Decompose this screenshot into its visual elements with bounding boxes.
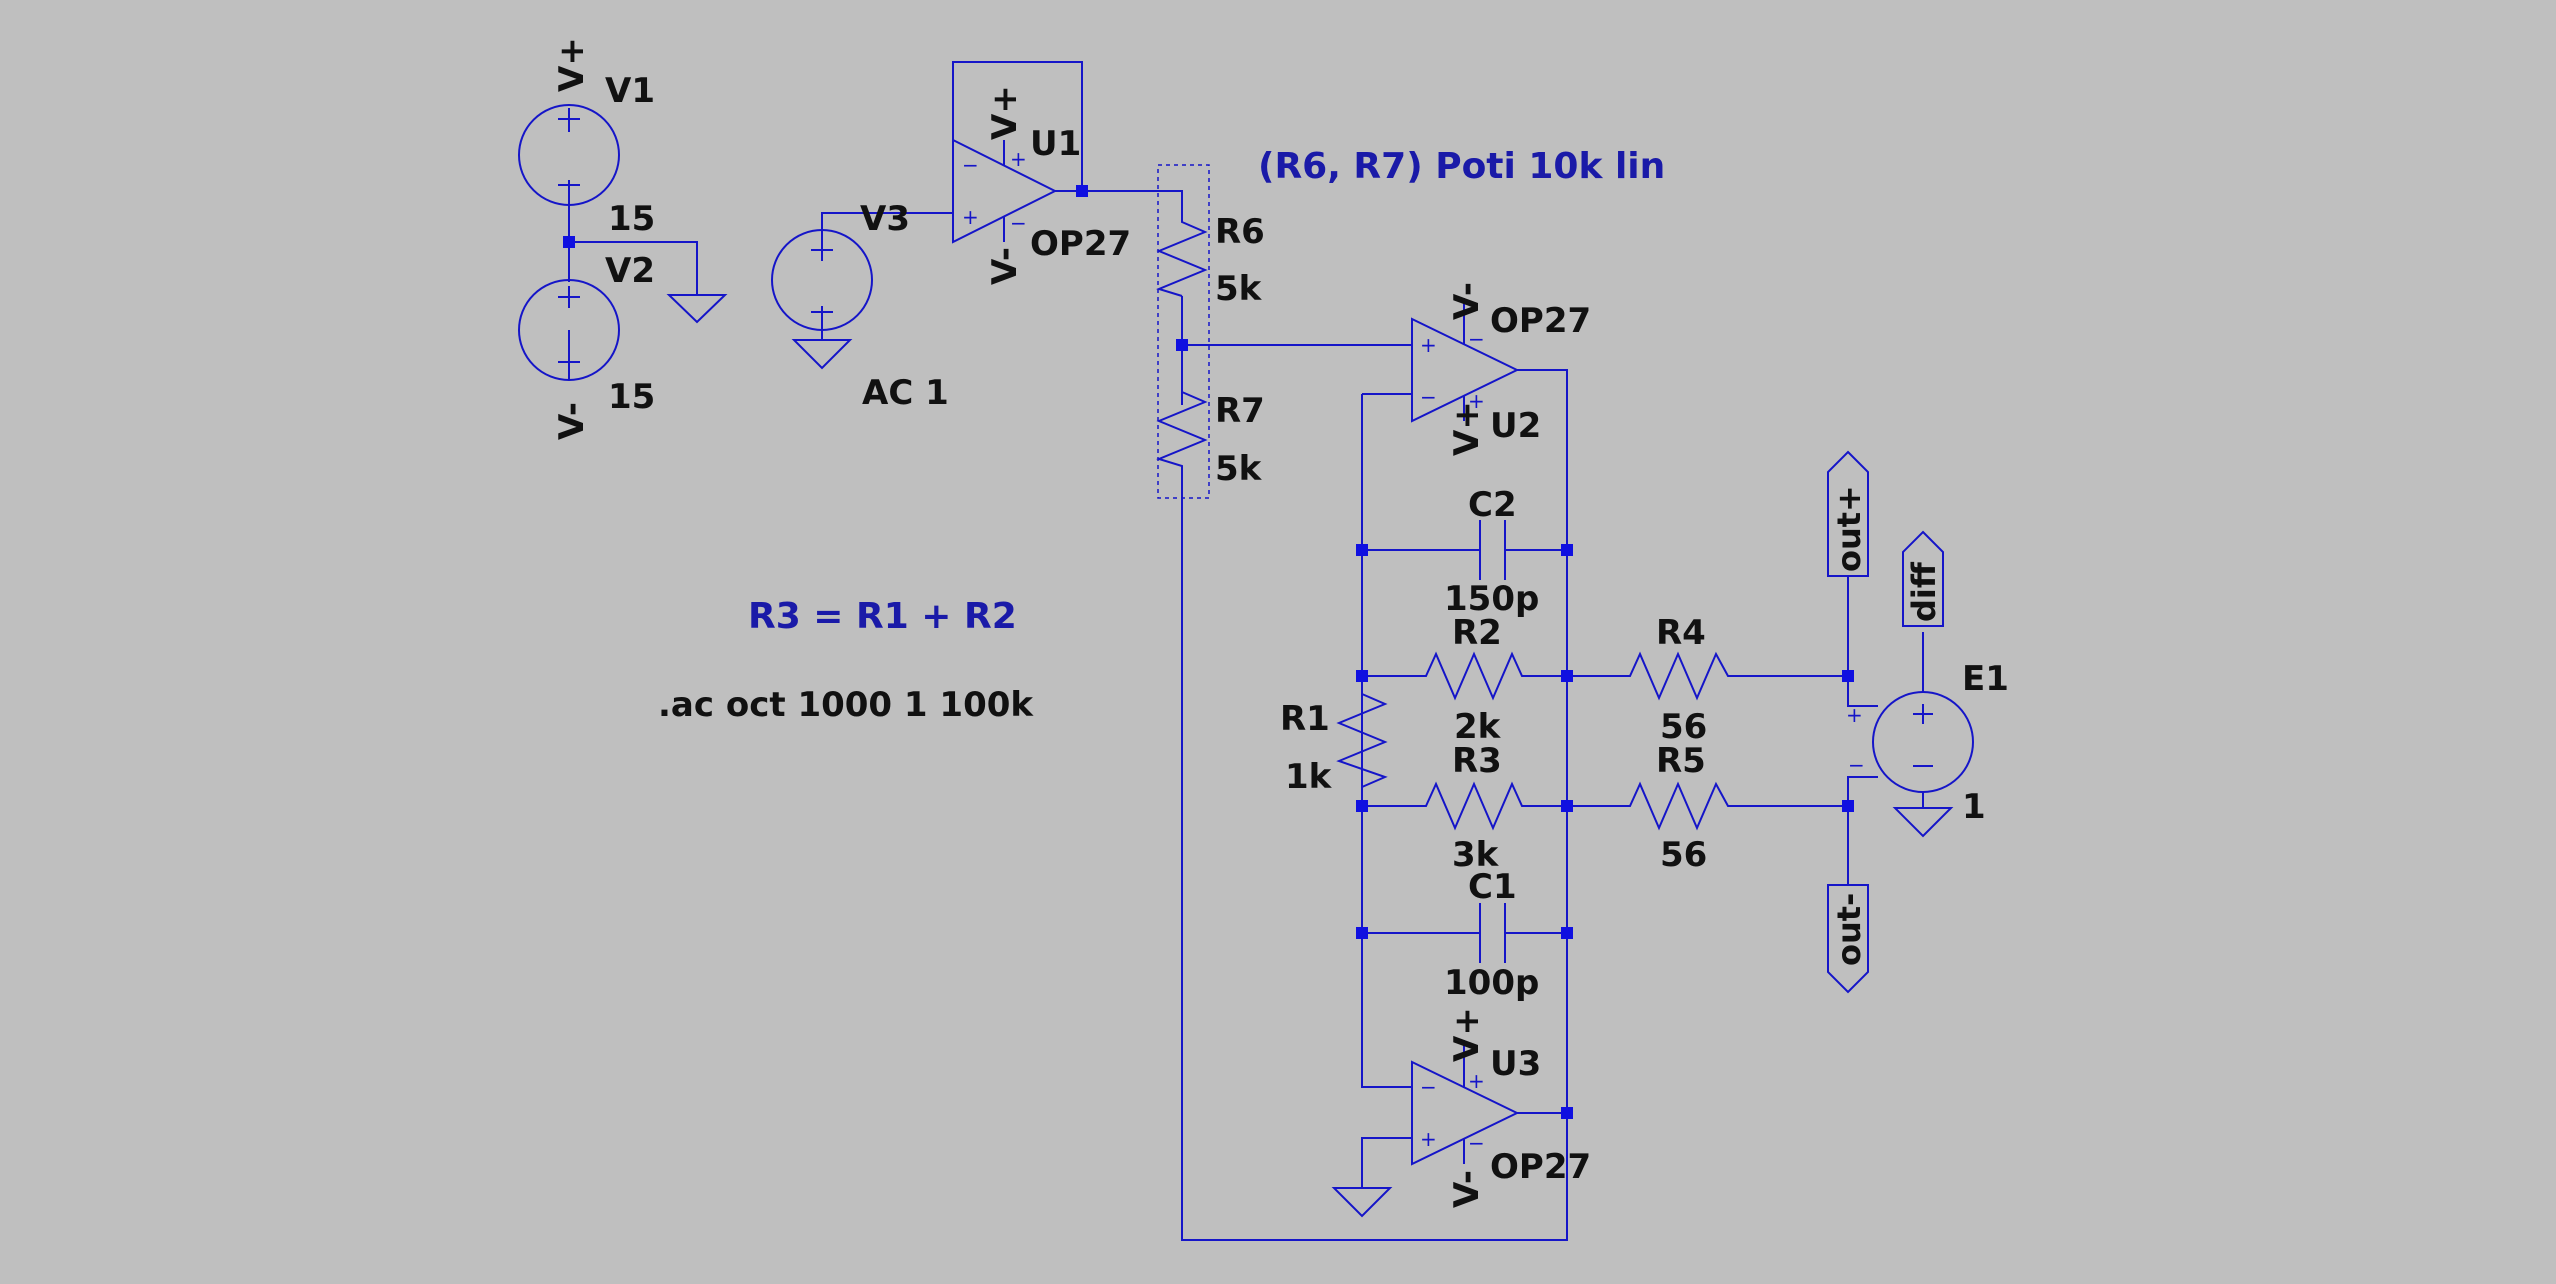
u3-model: OP27 xyxy=(1490,1147,1591,1187)
resistor-r7[interactable]: R7 5k xyxy=(1156,385,1265,489)
svg-text:−: − xyxy=(1420,1075,1437,1099)
poti-note[interactable]: (R6, R7) Poti 10k lin xyxy=(1258,146,1665,187)
r7-value: 5k xyxy=(1215,449,1263,489)
u3-vpos: V+ xyxy=(1447,1007,1487,1062)
opamp-u2[interactable]: + − − + OP27 U2 V- V+ xyxy=(1411,282,1591,456)
u3-name: U3 xyxy=(1490,1044,1541,1084)
net-flag-diff[interactable]: diff xyxy=(1902,530,1944,627)
r6-value: 5k xyxy=(1215,269,1263,309)
v2-name: V2 xyxy=(605,251,655,291)
svg-text:+: + xyxy=(1420,1127,1437,1151)
u1-model: OP27 xyxy=(1030,224,1131,264)
junctions xyxy=(563,185,1854,1119)
u1-vneg: V- xyxy=(985,247,1025,285)
resistor-r5[interactable]: R5 56 xyxy=(1622,741,1738,875)
r3-formula-note[interactable]: R3 = R1 + R2 xyxy=(748,596,1017,637)
svg-text:−: − xyxy=(1420,385,1437,409)
u2-vneg: V- xyxy=(1447,282,1487,320)
r1-name: R1 xyxy=(1280,699,1330,739)
v2-rail-label: V- xyxy=(552,402,592,440)
out-plus-label: out+ xyxy=(1830,485,1868,572)
out-minus-label: out- xyxy=(1830,893,1868,966)
c2-value: 150p xyxy=(1444,579,1539,619)
c1-value: 100p xyxy=(1444,963,1539,1003)
c1-name: C1 xyxy=(1468,867,1517,907)
u1-vpos: V+ xyxy=(985,85,1025,140)
spice-directive[interactable]: .ac oct 1000 1 100k xyxy=(658,685,1034,725)
r7-name: R7 xyxy=(1215,391,1265,431)
r5-name: R5 xyxy=(1656,741,1706,781)
r2-name: R2 xyxy=(1452,613,1502,653)
c2-name: C2 xyxy=(1468,485,1517,525)
resistor-r2[interactable]: R2 2k xyxy=(1418,613,1532,747)
v1-name: V1 xyxy=(605,71,655,111)
ground-icon xyxy=(666,294,728,324)
svg-text:−: − xyxy=(962,153,979,177)
u2-vpos: V+ xyxy=(1447,401,1487,456)
svg-text:−: − xyxy=(1010,211,1027,235)
r3-name: R3 xyxy=(1452,741,1502,781)
u1-name: U1 xyxy=(1030,124,1081,164)
r4-name: R4 xyxy=(1656,613,1706,653)
vcvs-e1[interactable]: + − E1 1 xyxy=(1846,659,2009,827)
v3-value: AC 1 xyxy=(862,373,949,413)
voltage-source-v1[interactable]: V1 15 V+ xyxy=(518,37,655,239)
u2-name: U2 xyxy=(1490,406,1541,446)
e1-value: 1 xyxy=(1962,787,1986,827)
r5-value: 56 xyxy=(1660,835,1707,875)
v3-name: V3 xyxy=(860,199,910,239)
ground-icon xyxy=(1892,807,1954,838)
svg-text:+: + xyxy=(1468,1069,1485,1093)
resistor-r6[interactable]: R6 5k xyxy=(1156,212,1265,309)
svg-text:+: + xyxy=(1468,389,1485,413)
e1-name: E1 xyxy=(1962,659,2009,699)
capacitor-c2[interactable]: C2 150p xyxy=(1444,485,1539,619)
potentiometer-box xyxy=(1157,164,1210,499)
r1-value: 1k xyxy=(1285,757,1333,797)
u3-vneg: V- xyxy=(1447,1170,1487,1208)
voltage-source-v3[interactable]: V3 AC 1 xyxy=(771,199,949,413)
ground-icon xyxy=(1331,1187,1393,1218)
resistor-r1[interactable]: R1 1k xyxy=(1280,693,1388,797)
u2-model: OP27 xyxy=(1490,301,1591,341)
r6-name: R6 xyxy=(1215,212,1265,252)
v2-value: 15 xyxy=(608,377,655,417)
svg-text:−: − xyxy=(1848,753,1865,777)
v1-rail-label: V+ xyxy=(552,37,592,92)
svg-text:+: + xyxy=(1846,703,1863,727)
r2-value: 2k xyxy=(1454,707,1502,747)
r4-value: 56 xyxy=(1660,707,1707,747)
svg-text:−: − xyxy=(1468,327,1485,351)
diff-label: diff xyxy=(1905,561,1943,622)
resistor-r4[interactable]: R4 56 xyxy=(1622,613,1738,747)
capacitor-c1[interactable]: C1 100p xyxy=(1444,867,1539,1003)
svg-text:−: − xyxy=(1468,1131,1485,1155)
voltage-source-v2[interactable]: V2 15 V- xyxy=(518,251,655,440)
r3-value: 3k xyxy=(1452,835,1500,875)
net-flag-out-minus[interactable]: out- xyxy=(1827,884,1869,994)
resistor-r3[interactable]: R3 3k xyxy=(1418,741,1532,875)
opamp-u1[interactable]: − + + − U1 OP27 V+ V- xyxy=(952,85,1131,285)
svg-text:+: + xyxy=(1420,333,1437,357)
v1-value: 15 xyxy=(608,199,655,239)
svg-text:+: + xyxy=(1010,147,1027,171)
net-flag-out-plus[interactable]: out+ xyxy=(1827,450,1869,577)
svg-text:+: + xyxy=(962,205,979,229)
ground-icon xyxy=(791,339,853,370)
opamp-u3[interactable]: − + + − U3 OP27 V+ V- xyxy=(1411,1007,1591,1208)
